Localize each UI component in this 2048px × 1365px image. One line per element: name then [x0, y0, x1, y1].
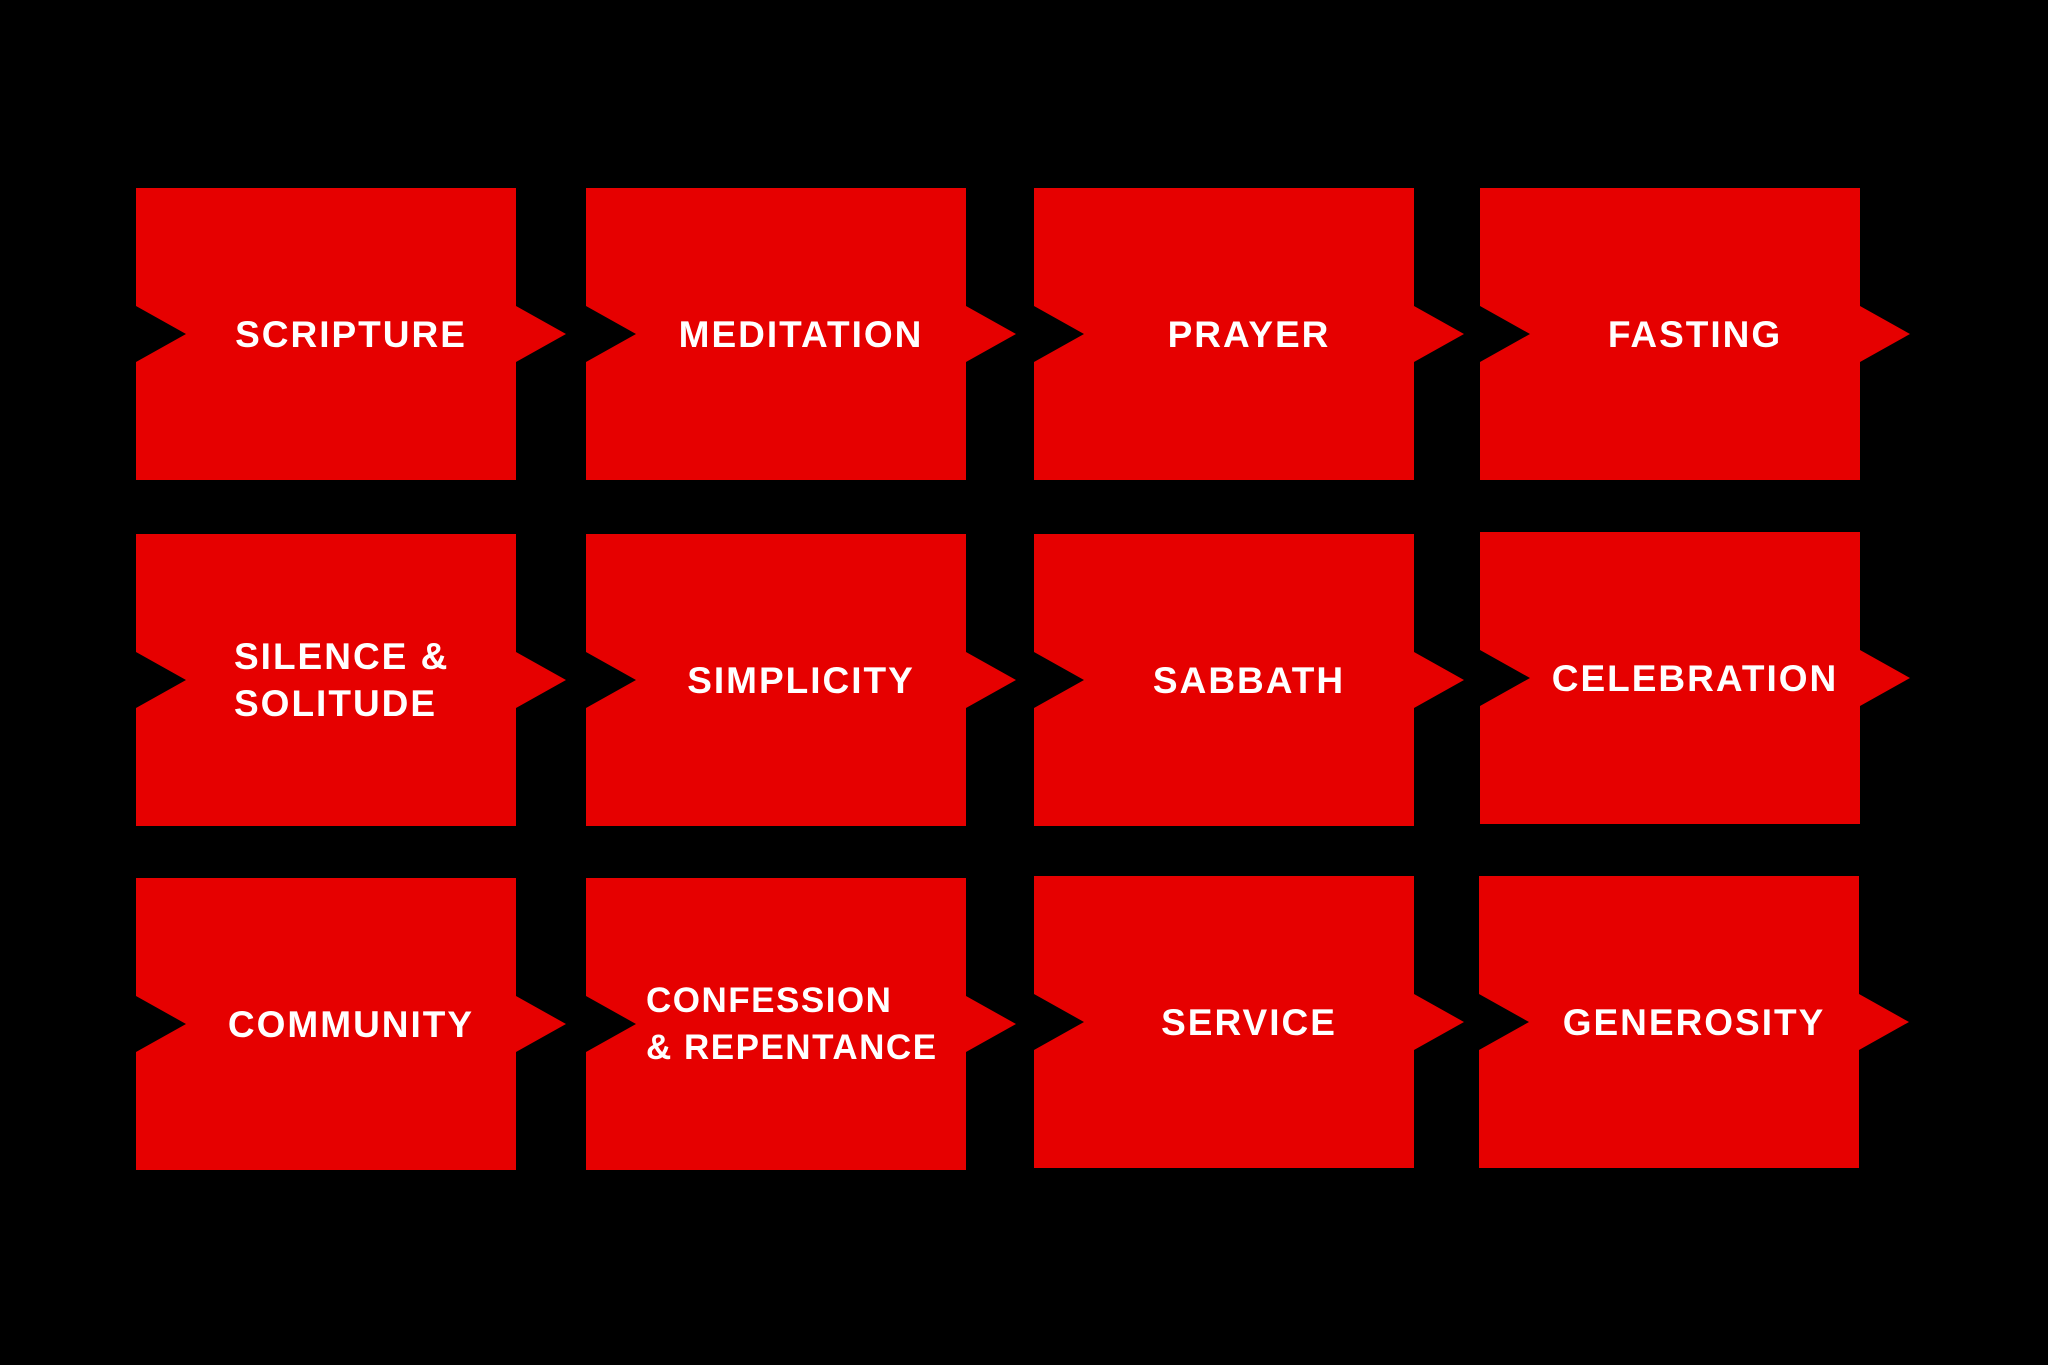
tile-scripture: SCRIPTURE [136, 188, 566, 480]
arrow-tile-shape [1034, 534, 1464, 826]
arrow-tile-shape [136, 188, 566, 480]
tile-label: SABBATH [1152, 659, 1346, 701]
arrow-tile-shape [1034, 876, 1464, 1168]
arrow-tile-shape [136, 878, 566, 1170]
tile-generosity: GENEROSITY [1479, 876, 1909, 1168]
tile-prayer: PRAYER [1034, 188, 1464, 480]
tile-celebration: CELEBRATION [1480, 532, 1910, 824]
tile-label: SIMPLICITY [687, 659, 915, 701]
tile-label: SERVICE [1161, 1001, 1337, 1043]
tile-label: SCRIPTURE [235, 313, 467, 355]
arrow-tile-shape [586, 534, 1016, 826]
tile-label: FASTING [1607, 313, 1783, 355]
tile-label: COMMUNITY [227, 1003, 475, 1045]
tile-label: SILENCE & SOLITUDE [234, 636, 450, 724]
tile-silence-solitude: SILENCE & SOLITUDE [136, 534, 566, 826]
tile-fasting: FASTING [1480, 188, 1910, 480]
tile-simplicity: SIMPLICITY [586, 534, 1016, 826]
arrow-tile-shape [586, 188, 1016, 480]
arrow-tile-shape [1034, 188, 1464, 480]
tile-confession-repentance: CONFESSION & REPENTANCE [586, 878, 1016, 1170]
arrow-tile-shape [136, 534, 566, 826]
arrow-tile-shape [1480, 188, 1910, 480]
tile-label: CELEBRATION [1551, 657, 1839, 699]
tile-label: MEDITATION [678, 313, 924, 355]
arrow-tile-shape [1479, 876, 1909, 1168]
tile-community: COMMUNITY [136, 878, 566, 1170]
tile-label: CONFESSION & REPENTANCE [646, 981, 938, 1067]
tile-service: SERVICE [1034, 876, 1464, 1168]
tile-label: GENEROSITY [1562, 1001, 1826, 1043]
arrow-tile-shape [1480, 532, 1910, 824]
tile-sabbath: SABBATH [1034, 534, 1464, 826]
tile-meditation: MEDITATION [586, 188, 1016, 480]
arrow-tile-shape [586, 878, 1016, 1170]
tile-label: PRAYER [1167, 313, 1331, 355]
